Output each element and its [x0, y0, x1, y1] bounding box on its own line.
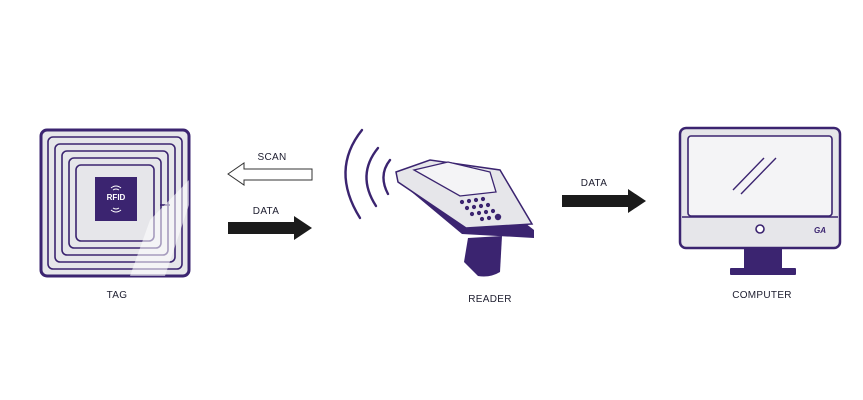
- reader-label: READER: [468, 294, 512, 305]
- computer-label: COMPUTER: [732, 290, 792, 301]
- reader-data-label: DATA: [580, 178, 608, 189]
- tag-chip-text: RFID: [106, 193, 126, 202]
- scan-label: SCAN: [257, 152, 287, 163]
- computer-badge-text: GA: [814, 226, 826, 235]
- tag-label: TAG: [106, 290, 128, 301]
- tag-data-label: DATA: [252, 206, 280, 217]
